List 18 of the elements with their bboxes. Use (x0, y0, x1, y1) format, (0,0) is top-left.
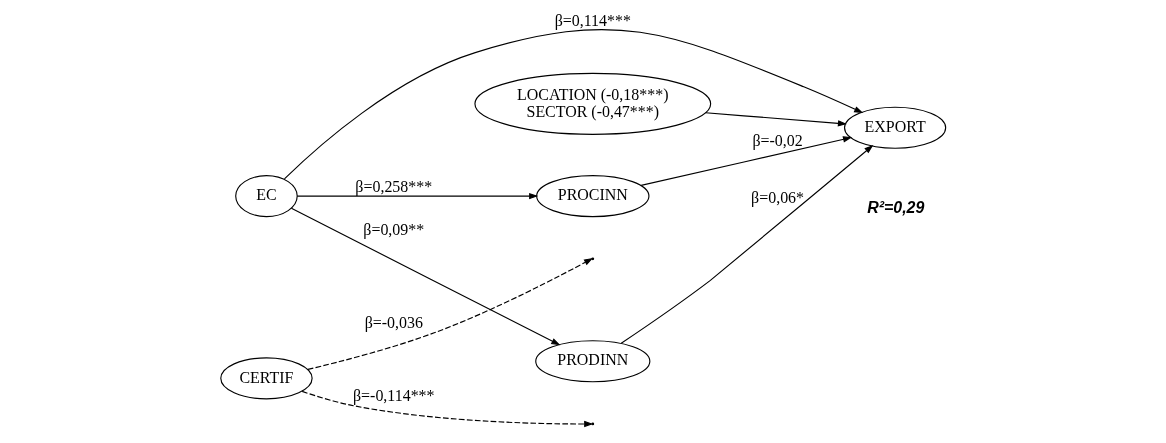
node-ellipse: EC (235, 175, 298, 218)
arrow (620, 144, 874, 344)
edge-label: β=-0,114*** (352, 387, 435, 405)
node-ellipse: CERTIF (220, 357, 313, 400)
arrow (283, 29, 864, 180)
arrow (705, 112, 848, 127)
node-label: R²=0,29 (867, 198, 925, 216)
edge-label: β=0,06* (751, 189, 805, 207)
arrow (290, 207, 561, 346)
edge-label: β=0,258*** (355, 177, 433, 195)
edge-label: β=-0,036 (364, 314, 423, 332)
node-ellipse: PROCINN (536, 175, 650, 218)
edge-label: β=0,09** (363, 221, 425, 239)
edge-label: β=-0,02 (752, 132, 803, 150)
node-ellipse: LOCATION (-0,18***) SECTOR (-0,47***) (474, 72, 712, 135)
edge-label: β=0,114*** (554, 11, 631, 29)
arrow (640, 136, 853, 186)
arrow (296, 192, 539, 200)
